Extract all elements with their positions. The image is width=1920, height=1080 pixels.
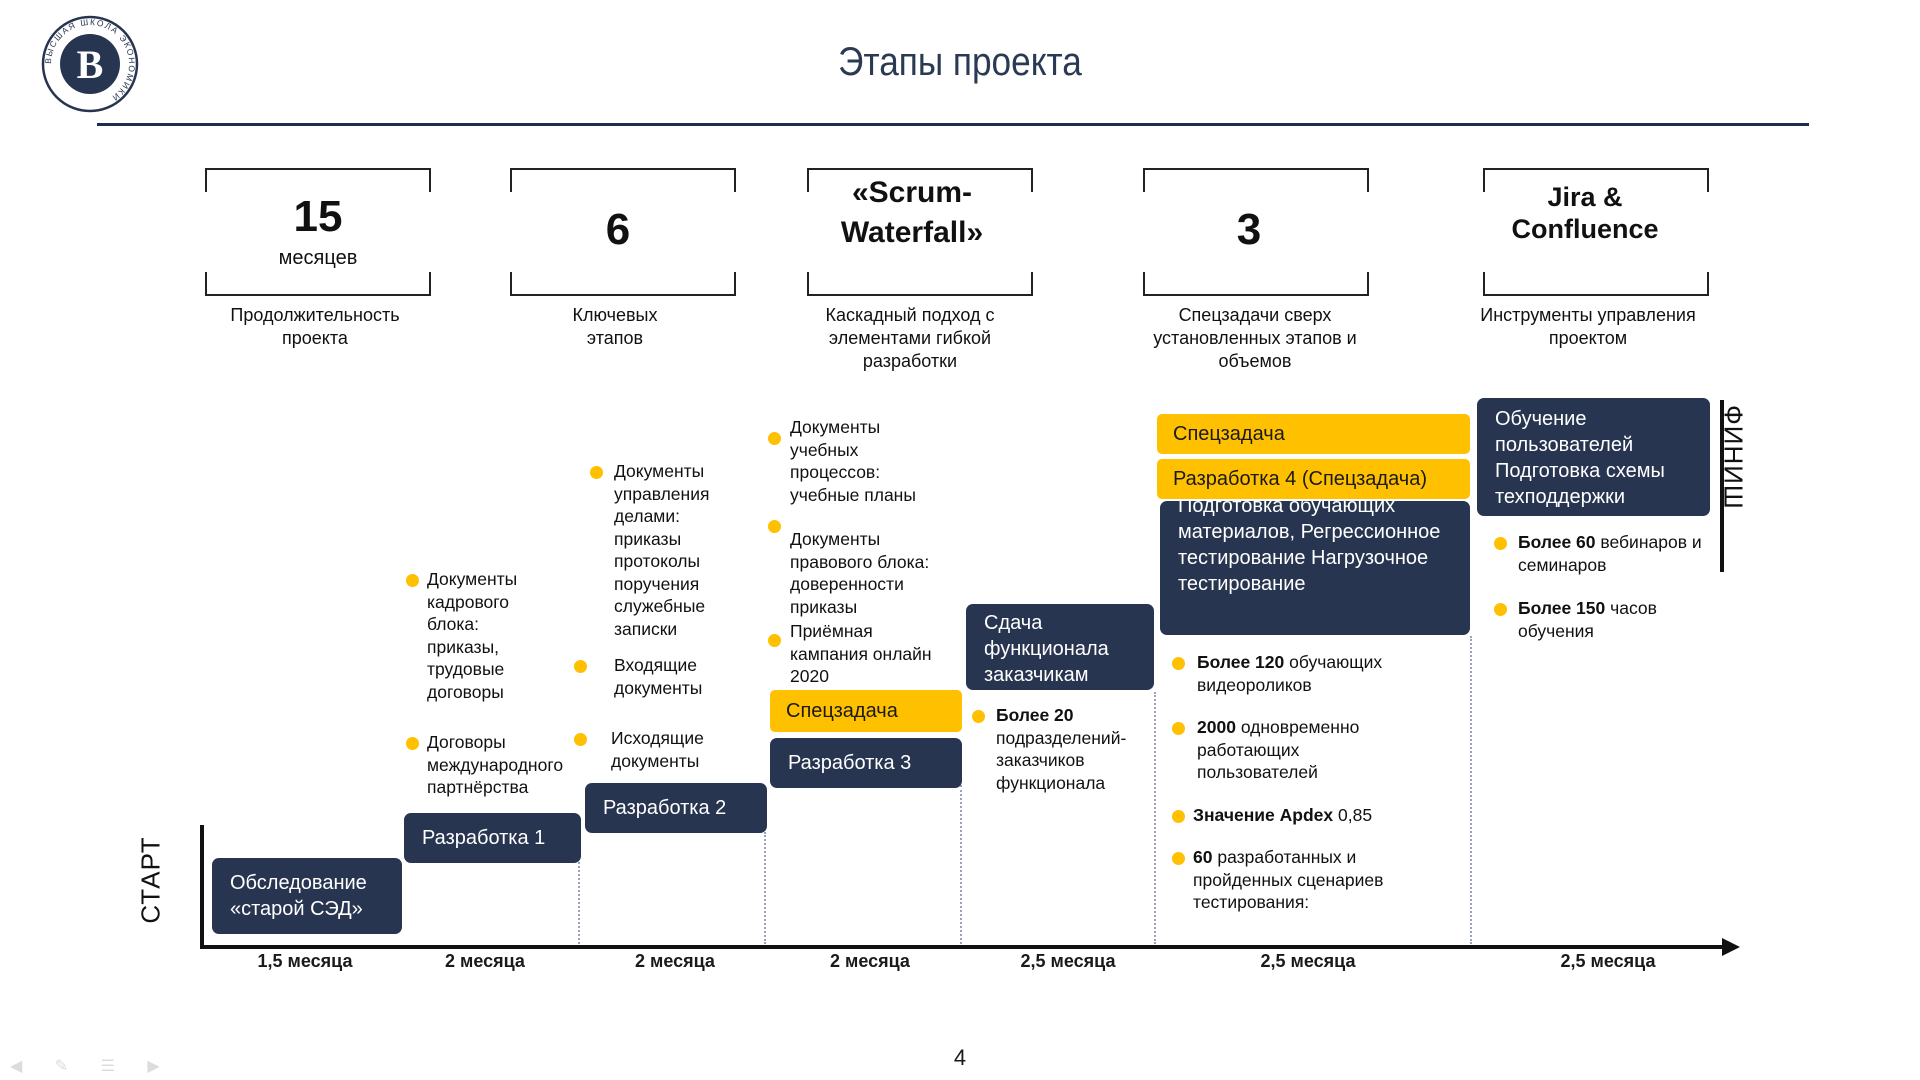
bullet-phase1-contracts: Договоры международного партнёрства — [427, 732, 564, 797]
start-label: СТАРТ — [135, 836, 166, 924]
phase-development-1: Разработка 1 — [404, 813, 581, 863]
slideshow-controls[interactable]: ◀ ✎ ☰ ▶ — [10, 1058, 174, 1075]
stat-value: «Scrum-Waterfall» — [840, 176, 984, 249]
stat-value: Jira & Confluence — [1511, 182, 1659, 244]
stat-caption: Спецзадачи сверх установленных этапов и … — [1153, 305, 1357, 371]
stat-value: 3 — [1236, 205, 1262, 254]
duration-phase-5: 2,5 месяца — [1020, 951, 1116, 971]
duration-phase-2: 2 месяца — [445, 951, 525, 971]
phase-survey: Обследование «старой СЭД» — [212, 858, 402, 934]
phase-development-2: Разработка 2 — [585, 783, 767, 833]
bullet-phase5-apdex: Значение Apdex 0,85 — [1193, 805, 1373, 825]
finish-label: ФИНИШ — [1718, 405, 1749, 510]
special-task-5b: Разработка 4 (Спецзадача) — [1157, 459, 1470, 499]
duration-phase-1: 1,5 месяца — [257, 951, 353, 971]
duration-phase-6: 2,5 месяца — [1260, 951, 1356, 971]
timeline-arrow-icon — [1722, 938, 1740, 956]
stat-caption: Каскадный подход с элементами гибкой раз… — [825, 305, 995, 371]
bullet-phase2-management: Документы управления делами: приказы про… — [614, 461, 710, 639]
duration-phase-7: 2,5 месяца — [1560, 951, 1656, 971]
header-divider — [97, 123, 1809, 126]
bullet-phase6-hours: Более 150 часов обучения — [1518, 598, 1657, 641]
stat-caption: Ключевых этапов — [572, 305, 658, 348]
stat-value: 6 — [605, 205, 631, 254]
special-task-3: Спецзадача — [770, 690, 962, 732]
bullet-phase3-education: Документы учебных процессов: учебные пла… — [790, 417, 916, 505]
phase-testing-text: Подготовка обучающих материалов, Регресс… — [1178, 501, 1441, 595]
bullet-phase1-hr: Документы кадрового блока: приказы, труд… — [427, 569, 518, 702]
bullet-phase2-incoming: Входящие документы — [614, 655, 703, 698]
stat-caption: Продолжительность проекта — [230, 305, 400, 348]
special-task-5a: Спецзадача — [1157, 414, 1470, 454]
bullet-phase2-outgoing: Исходящие документы — [611, 728, 704, 771]
phase-development-3: Разработка 3 — [770, 738, 962, 788]
bullet-phase5-scenarios: 60 разработанных и пройденных сценариев … — [1193, 847, 1384, 912]
duration-phase-4: 2 месяца — [830, 951, 910, 971]
bullet-phase3-legal: Документы правового блока: доверенности … — [790, 529, 930, 617]
timeline-axis — [200, 945, 1730, 949]
phase-testing: Подготовка обучающих материалов, Регресс… — [1160, 501, 1470, 635]
bullet-phase5-users: 2000 одновременно работающих пользовател… — [1197, 717, 1360, 782]
start-marker-line — [200, 825, 204, 947]
stat-unit: месяцев — [278, 247, 358, 269]
logo-monogram: В — [77, 42, 104, 87]
bullet-phase5-videos: Более 120 обучающих видеороликов — [1197, 652, 1383, 695]
bullet-phase4-departments: Более 20 подразделений-заказчиков функци… — [996, 705, 1127, 793]
stat-value: 15 — [293, 192, 343, 241]
phase-training: Обучение пользователей Подготовка схемы … — [1477, 398, 1710, 516]
stat-caption: Инструменты управления проектом — [1480, 305, 1696, 348]
phase-delivery: Сдача функционала заказчикам — [966, 604, 1154, 690]
duration-phase-3: 2 месяца — [635, 951, 715, 971]
finish-marker-line — [1720, 400, 1724, 572]
hse-logo: В ВЫСШАЯ ШКОЛА ЭКОНОМИКИ — [40, 14, 140, 114]
page-title: Этапы проекта — [838, 40, 1082, 84]
bullet-phase6-webinars: Более 60 вебинаров и семинаров — [1518, 532, 1702, 575]
page-number: 4 — [953, 1045, 967, 1070]
bullet-phase3-admission: Приёмная кампания онлайн 2020 — [790, 621, 932, 686]
